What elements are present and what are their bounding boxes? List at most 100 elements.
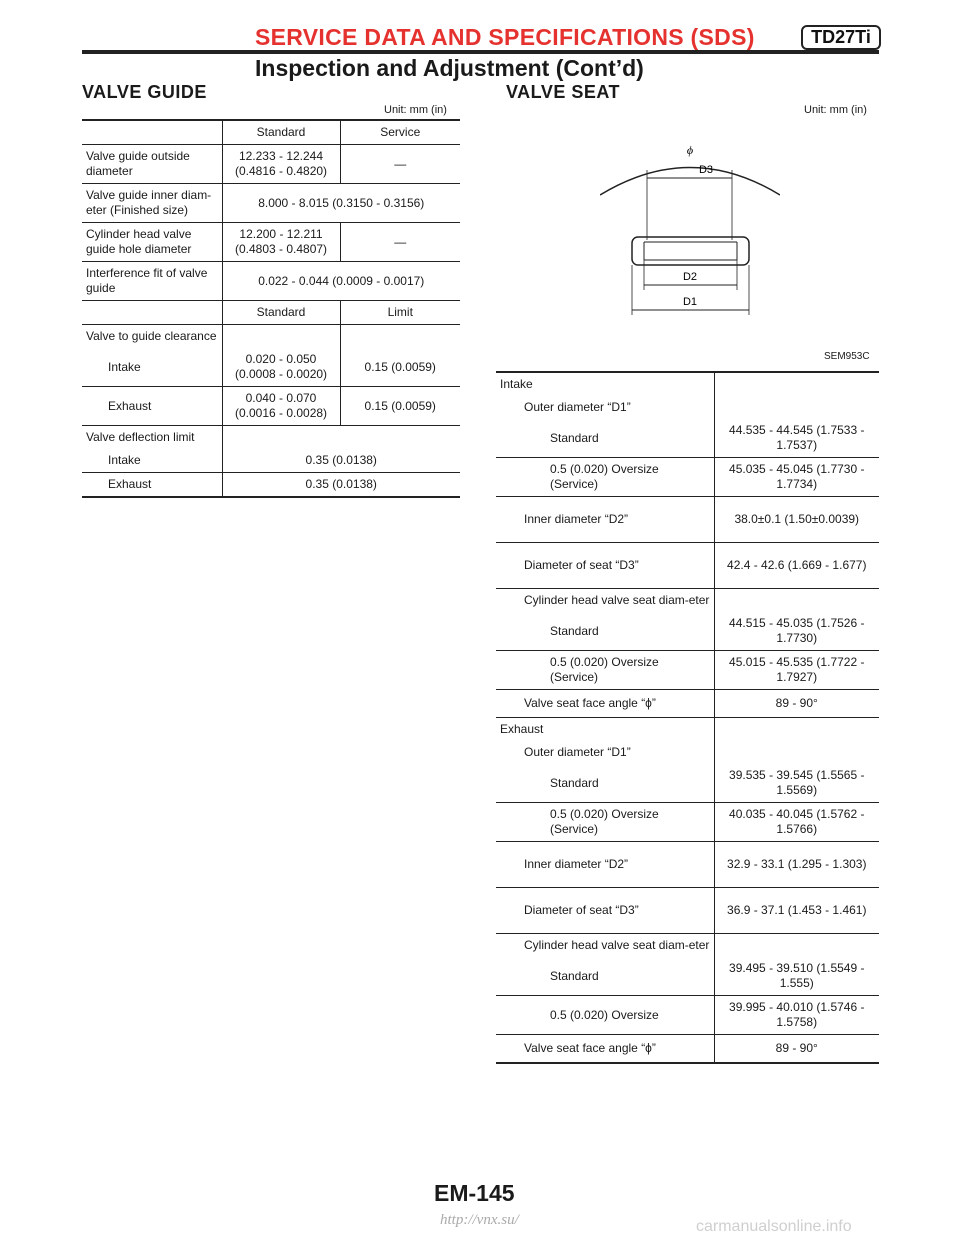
row-label: Cylinder head valve seat diam-eter — [496, 933, 715, 957]
row-standard: 12.200 - 12.211 (0.4803 - 0.4807) — [222, 222, 341, 262]
row-value: 89 - 90° — [714, 1034, 879, 1064]
d2-label: D2 — [683, 271, 697, 283]
valve-guide-title: VALVE GUIDE — [82, 82, 207, 102]
header-rule — [82, 50, 879, 54]
col-head-standard: Standard — [222, 300, 341, 325]
row-label: Diameter of seat “D3” — [496, 542, 715, 589]
row-label: 0.5 (0.020) Oversize (Service) — [496, 802, 715, 842]
row-label: Valve guide inner diam-eter (Finished si… — [82, 183, 223, 223]
table-row: Exhaust 0.35 (0.0138) — [82, 472, 460, 498]
row-value: 0.35 (0.0138) — [222, 449, 460, 473]
table-row: Intake — [496, 371, 879, 396]
table-row: Cylinder head valve guide hole diameter … — [82, 222, 460, 262]
table-row: Inner diameter “D2” 38.0±0.1 (1.50±0.003… — [496, 496, 879, 543]
table-row: Intake 0.35 (0.0138) — [82, 449, 460, 473]
phi-label: ϕ — [687, 143, 693, 157]
valve-seat-diagram: ϕ D3 D2 D1 — [600, 143, 780, 315]
row-standard: 0.020 - 0.050 (0.0008 - 0.0020) — [222, 348, 341, 387]
row-label: Intake — [82, 348, 223, 387]
row-label: Intake — [82, 449, 223, 473]
row-value: 36.9 - 37.1 (1.453 - 1.461) — [714, 887, 879, 934]
row-value: 39.535 - 39.545 (1.5565 - 1.5569) — [714, 764, 879, 803]
table-row: Cylinder head valve seat diam-eter — [496, 588, 879, 612]
valve-guide-table: Standard Service Valve guide outside dia… — [82, 119, 460, 498]
row-label: Valve to guide clearance — [82, 324, 223, 348]
valve-seat-table: Intake Outer diameter “D1” Standard 44.5… — [496, 371, 879, 1064]
row-label: Cylinder head valve seat diam-eter — [496, 588, 715, 612]
row-value: 38.0±0.1 (1.50±0.0039) — [714, 496, 879, 543]
row-value: 0.022 - 0.044 (0.0009 - 0.0017) — [222, 261, 460, 301]
row-value: 8.000 - 8.015 (0.3150 - 0.3156) — [222, 183, 460, 223]
row-service: — — [340, 222, 460, 262]
d3-label: D3 — [699, 164, 713, 176]
table-row: Outer diameter “D1” — [496, 741, 879, 764]
row-value: 40.035 - 40.045 (1.5762 - 1.5766) — [714, 802, 879, 842]
table-row: Standard 39.495 - 39.510 (1.5549 - 1.555… — [496, 957, 879, 996]
valve-seat-title: VALVE SEAT — [506, 82, 621, 102]
row-value: 39.495 - 39.510 (1.5549 - 1.555) — [714, 957, 879, 996]
d1-label: D1 — [683, 296, 697, 308]
row-label: Outer diameter “D1” — [496, 741, 715, 764]
row-label: Valve guide outside diameter — [82, 144, 223, 184]
row-label: 0.5 (0.020) Oversize — [496, 995, 715, 1035]
row-limit: 0.15 (0.0059) — [340, 348, 460, 387]
table-row: Exhaust 0.040 - 0.070 (0.0016 - 0.0028) … — [82, 386, 460, 426]
row-value: 32.9 - 33.1 (1.295 - 1.303) — [714, 841, 879, 888]
row-label: Standard — [496, 764, 715, 803]
table-row: 0.5 (0.020) Oversize (Service) 45.035 - … — [496, 457, 879, 497]
row-label: Cylinder head valve guide hole diameter — [82, 222, 223, 262]
col-head-standard: Standard — [222, 119, 341, 145]
row-value: 44.535 - 44.545 (1.7533 - 1.7537) — [714, 419, 879, 458]
row-label: Standard — [496, 957, 715, 996]
row-label: Valve seat face angle “ϕ” — [496, 1034, 715, 1064]
table-row: Exhaust — [496, 717, 879, 741]
row-standard: 0.040 - 0.070 (0.0016 - 0.0028) — [222, 386, 341, 426]
row-label: 0.5 (0.020) Oversize (Service) — [496, 650, 715, 690]
row-label: Valve deflection limit — [82, 425, 223, 449]
row-value: 45.035 - 45.045 (1.7730 - 1.7734) — [714, 457, 879, 497]
row-value: 0.35 (0.0138) — [222, 472, 460, 498]
table-row: Interference fit of valve guide 0.022 - … — [82, 261, 460, 301]
table-row: Diameter of seat “D3” 42.4 - 42.6 (1.669… — [496, 542, 879, 589]
row-label: Inner diameter “D2” — [496, 841, 715, 888]
table-row: Valve to guide clearance — [82, 324, 460, 348]
row-label: 0.5 (0.020) Oversize (Service) — [496, 457, 715, 497]
table-row: Standard 39.535 - 39.545 (1.5565 - 1.556… — [496, 764, 879, 803]
figure-code: SEM953C — [824, 351, 870, 362]
table-row: Valve seat face angle “ϕ” 89 - 90° — [496, 689, 879, 718]
row-value: 45.015 - 45.535 (1.7722 - 1.7927) — [714, 650, 879, 690]
row-label: Interference fit of valve guide — [82, 261, 223, 301]
row-service: — — [340, 144, 460, 184]
row-label: Outer diameter “D1” — [496, 396, 715, 419]
group-label-exhaust: Exhaust — [496, 717, 715, 741]
table-row: Valve guide outside diameter 12.233 - 12… — [82, 144, 460, 184]
col-head-service: Service — [340, 119, 460, 145]
group-label-intake: Intake — [496, 371, 715, 396]
row-label: Valve seat face angle “ϕ” — [496, 689, 715, 718]
engine-model-badge: TD27Ti — [801, 25, 881, 50]
table-row: Valve seat face angle “ϕ” 89 - 90° — [496, 1034, 879, 1064]
table-row: Inner diameter “D2” 32.9 - 33.1 (1.295 -… — [496, 841, 879, 888]
row-label: Inner diameter “D2” — [496, 496, 715, 543]
table-header-row: Standard Limit — [82, 300, 460, 325]
table-row: Standard 44.515 - 45.035 (1.7526 - 1.773… — [496, 612, 879, 651]
section-header-title: SERVICE DATA AND SPECIFICATIONS (SDS) — [255, 24, 755, 50]
row-label: Standard — [496, 419, 715, 458]
watermark: carmanualsonline.info — [696, 1218, 852, 1235]
table-row: 0.5 (0.020) Oversize (Service) 40.035 - … — [496, 802, 879, 842]
row-value: 44.515 - 45.035 (1.7526 - 1.7730) — [714, 612, 879, 651]
table-row: Diameter of seat “D3” 36.9 - 37.1 (1.453… — [496, 887, 879, 934]
page-subtitle: Inspection and Adjustment (Cont’d) — [255, 55, 644, 81]
source-url[interactable]: http://vnx.su/ — [440, 1212, 519, 1228]
table-row: Cylinder head valve seat diam-eter — [496, 933, 879, 957]
table-row: Valve deflection limit — [82, 425, 460, 449]
table-row: Valve guide inner diam-eter (Finished si… — [82, 183, 460, 223]
table-row: Standard 44.535 - 44.545 (1.7533 - 1.753… — [496, 419, 879, 458]
row-label: Exhaust — [82, 472, 223, 498]
row-standard: 12.233 - 12.244 (0.4816 - 0.4820) — [222, 144, 341, 184]
row-label: Exhaust — [82, 386, 223, 426]
row-limit: 0.15 (0.0059) — [340, 386, 460, 426]
row-value: 89 - 90° — [714, 689, 879, 718]
row-label: Standard — [496, 612, 715, 651]
page-number: EM-145 — [434, 1180, 515, 1206]
